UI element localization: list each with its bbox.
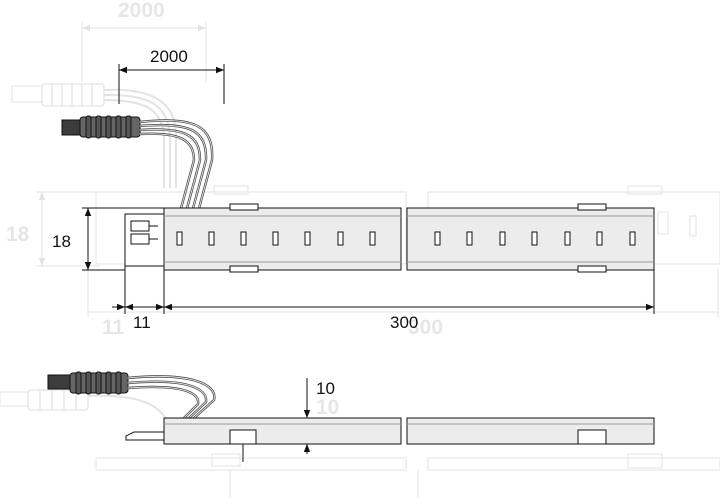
led (272, 231, 279, 246)
ghost-clip (627, 453, 663, 469)
side-body-left (163, 417, 402, 445)
strip-body-left (163, 207, 402, 271)
strip-body-right (406, 207, 655, 271)
connector-offset-label: 11 (133, 313, 151, 332)
led (208, 231, 215, 246)
ghost-plug (0, 391, 29, 407)
ghost-clip (627, 185, 663, 195)
led (240, 231, 247, 246)
led (629, 231, 636, 246)
mounting-clip (577, 429, 607, 445)
cable-plug (61, 119, 83, 136)
led (434, 231, 441, 246)
ghost-side-body-left (95, 457, 407, 471)
side-view: 10 (47, 371, 655, 462)
ghost-offset-label: 11 (102, 316, 125, 339)
ghost-height-label: 18 (6, 223, 30, 246)
strain-relief (79, 115, 141, 139)
ghost-top-view: 2000 18 11 300 (6, 0, 720, 339)
ghost-wires (103, 88, 178, 188)
cable-length-label: 2000 (150, 47, 188, 66)
ghost-side-body-right (427, 457, 720, 471)
led (499, 231, 506, 246)
ghost-length-label: 300 (408, 316, 443, 339)
mounting-clip (229, 265, 259, 273)
led (564, 231, 571, 246)
led (466, 231, 473, 246)
ghost-strain-relief (27, 389, 89, 411)
top-view: 2000 (52, 47, 655, 332)
mounting-clip (577, 203, 607, 211)
ghost-thickness-label: 10 (316, 396, 339, 419)
height-label: 18 (52, 232, 71, 251)
led (369, 231, 376, 246)
strip-end-connector (124, 213, 166, 267)
ghost-strain-relief (41, 83, 105, 107)
ribbon-cable (138, 119, 214, 214)
led (304, 231, 311, 246)
strip-length-label: 300 (390, 313, 418, 332)
strain-relief (69, 371, 129, 395)
ghost-led (689, 215, 697, 237)
ghost-side-view: 10 (0, 389, 720, 498)
cable-plug (47, 374, 73, 390)
ghost-cable-length-label: 2000 (118, 0, 165, 22)
led-row (176, 231, 636, 246)
ribbon-cable (126, 375, 216, 440)
ghost-clip (213, 185, 249, 195)
side-end-connector (125, 431, 167, 441)
ghost-plug (11, 85, 43, 103)
ghost-led (657, 211, 669, 235)
led (596, 231, 603, 246)
led (531, 231, 538, 246)
thickness-label: 10 (316, 379, 335, 398)
ghost-clip (211, 453, 241, 467)
side-body-right (406, 417, 655, 445)
mounting-clip (229, 429, 257, 445)
led (176, 231, 183, 246)
led (337, 231, 344, 246)
mounting-clip (577, 265, 607, 273)
mounting-clip (229, 203, 259, 211)
